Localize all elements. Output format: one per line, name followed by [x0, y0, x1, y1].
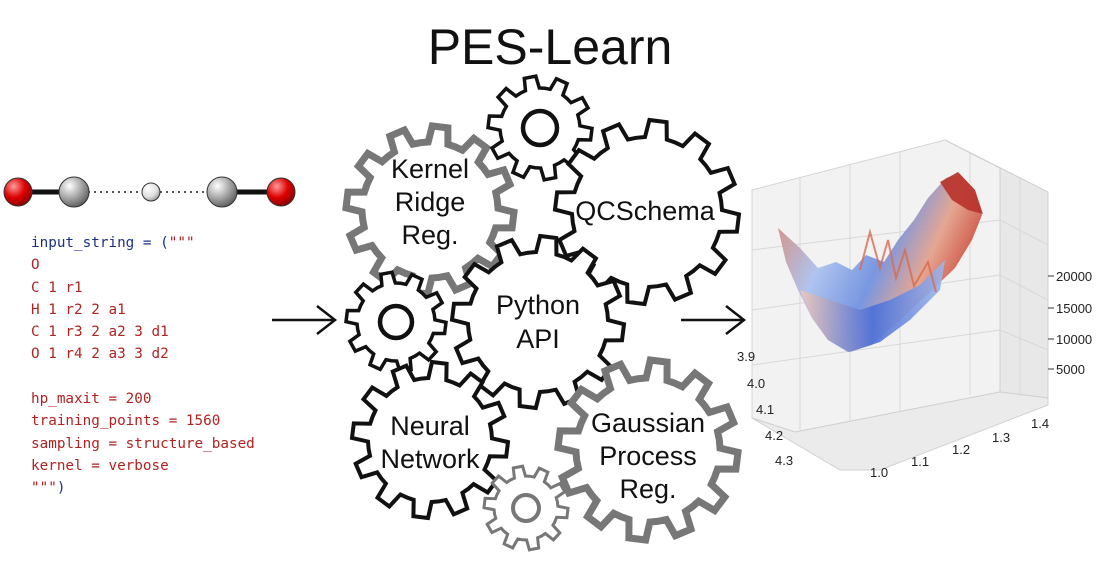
energy-surface-peak — [940, 172, 983, 214]
gears-cluster — [342, 74, 742, 552]
oxygen-atom — [266, 177, 296, 207]
code-close-paren: ) — [56, 480, 66, 497]
gear-label: Python — [496, 290, 580, 320]
gear-label: Gaussian — [591, 408, 705, 438]
energy-surface-ridge — [859, 228, 937, 293]
gear-label: Process — [599, 441, 697, 471]
gear-label: QCSchema — [575, 196, 716, 226]
x-tick-label: 1.0 — [870, 465, 888, 480]
y-tick-label: 4.1 — [756, 402, 774, 417]
code-line: C 1 r1 — [31, 279, 83, 296]
gear-hole — [520, 108, 560, 148]
carbon-atom — [58, 176, 90, 208]
code-line: sampling = structure_based — [31, 435, 255, 452]
x-tick-label: 1.3 — [992, 430, 1010, 445]
y-tick-label: 4.3 — [775, 453, 793, 468]
gear-label: Neural — [390, 411, 470, 441]
z-tick-label: 5000 — [1056, 362, 1085, 377]
code-assign-line: input_string = ( — [31, 235, 169, 251]
page-title: PES-Learn — [427, 19, 673, 75]
arrow-icon — [681, 305, 747, 335]
input-code-block: input_string = (""" O C 1 r1 H 1 r2 2 a1… — [31, 232, 255, 500]
surface-plot: 20000 15000 10000 5000 3.9 4.0 4.1 4.2 4… — [737, 139, 1092, 480]
gear-label: Kernel — [391, 154, 469, 184]
z-tick-label: 15000 — [1056, 301, 1092, 316]
code-line: hp_maxit = 200 — [31, 391, 152, 408]
code-line: O 1 r4 2 a3 3 d2 — [31, 346, 169, 363]
gear-label: Network — [380, 444, 480, 474]
oxygen-atom — [3, 177, 33, 207]
x-tick-label: 1.1 — [911, 454, 929, 469]
arrow-icon — [272, 305, 338, 335]
x-tick-label: 1.2 — [952, 442, 970, 457]
code-open-quote: """ — [168, 235, 195, 251]
qcschema-gear-icon — [552, 117, 742, 307]
python-api-gear-icon — [449, 233, 627, 411]
z-tick-label: 20000 — [1056, 269, 1092, 284]
y-tick-label: 4.0 — [747, 376, 765, 391]
energy-surface-valley — [800, 260, 945, 352]
code-line: O — [31, 257, 40, 274]
kernel-ridge-gear-icon — [342, 122, 518, 298]
y-tick-label: 4.2 — [765, 428, 783, 443]
code-line: H 1 r2 2 a1 — [31, 301, 126, 318]
gear-label: Reg. — [619, 474, 676, 504]
gear-hole — [511, 493, 541, 523]
y-tick-label: 3.9 — [737, 349, 755, 364]
gear-hole — [377, 303, 415, 341]
carbon-atom — [206, 176, 238, 208]
gaussian-process-gear-icon — [554, 356, 742, 544]
gear-label: Ridge — [395, 187, 466, 217]
code-line: kernel = verbose — [31, 457, 169, 474]
neural-network-gear-icon — [349, 359, 511, 521]
x-tick-label: 1.4 — [1031, 416, 1049, 431]
code-close-quote: """ — [31, 480, 57, 497]
plot-floor-pane — [751, 391, 1049, 471]
gear-label: API — [516, 324, 560, 354]
z-tick-label: 10000 — [1056, 332, 1092, 347]
molecule-model — [3, 176, 296, 208]
code-line: training_points = 1560 — [31, 413, 221, 430]
hydrogen-atom — [141, 182, 161, 202]
code-line: C 1 r3 2 a2 3 d1 — [31, 324, 169, 341]
gear-label: Reg. — [401, 220, 458, 250]
